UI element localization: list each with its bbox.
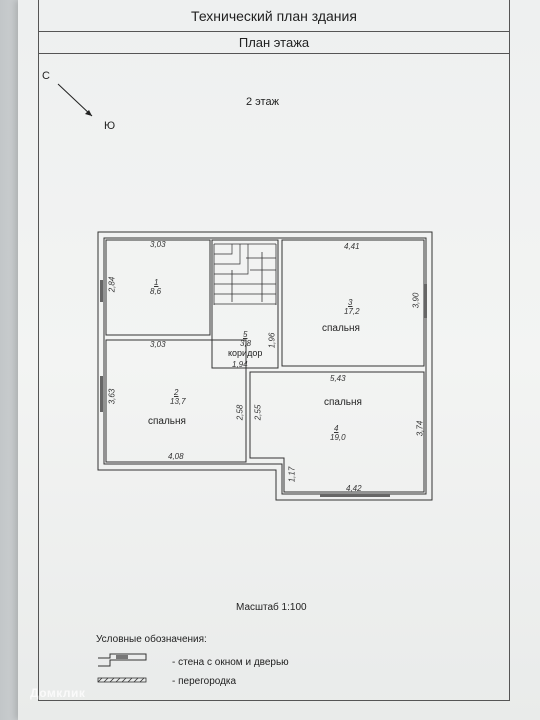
dim-room3-top: 4,41 xyxy=(344,242,360,251)
room3-number: 3 xyxy=(348,298,353,307)
dim-room1-left: 2,84 xyxy=(107,276,117,293)
document-title: Технический план здания xyxy=(191,8,357,24)
room5-number: 5 xyxy=(243,330,248,339)
legend-title: Условные обозначения: xyxy=(96,634,207,645)
dim-room2-left: 3,63 xyxy=(107,388,117,405)
room1-area: 8,6 xyxy=(150,287,162,296)
floor-label: 2 этаж xyxy=(246,96,279,108)
room2-name: спальня xyxy=(148,416,186,427)
dim-room2-right: 2,58 xyxy=(235,404,245,421)
room4-name: спальня xyxy=(324,397,362,408)
room3-area: 17,2 xyxy=(344,307,360,316)
dim-room2-top: 3,03 xyxy=(150,340,166,349)
dim-room4-step: 1,17 xyxy=(287,466,297,483)
room3-name: спальня xyxy=(322,323,360,334)
dim-corridor-right: 1,96 xyxy=(267,332,277,349)
dim-room4-right: 3,74 xyxy=(415,420,425,437)
partition-symbol-icon xyxy=(97,677,147,683)
document-subtitle: План этажа xyxy=(238,35,310,50)
dim-room3-right: 3,90 xyxy=(411,292,421,309)
room5-area: 3,8 xyxy=(240,339,252,348)
title-divider xyxy=(39,31,509,32)
subtitle-divider xyxy=(39,53,509,54)
dim-corridor-bottom: 1,94 xyxy=(232,360,248,369)
legend-partition-label: - перегородка xyxy=(172,676,237,687)
document-sheet: Технический план здания План этажа xyxy=(18,0,540,720)
dim-room3-bottom: 5,43 xyxy=(330,374,346,383)
dim-room4-bottom: 4,42 xyxy=(346,484,362,493)
room1-number: 1 xyxy=(154,278,159,287)
wall-symbol-icon xyxy=(98,653,147,667)
compass-south-label: Ю xyxy=(104,120,116,132)
legend-wall-label: - стена с окном и дверью xyxy=(172,657,289,668)
drawing-frame: Технический план здания План этажа xyxy=(38,0,510,701)
compass-north-label: С xyxy=(42,70,50,82)
room4-area: 19,0 xyxy=(330,433,346,442)
dim-room2-bottom: 4,08 xyxy=(168,452,184,461)
dim-room1-top: 3,03 xyxy=(150,240,166,249)
room5-name: коридор xyxy=(228,348,263,358)
room2-number: 2 xyxy=(174,388,179,397)
scale-label: Масштаб 1:100 xyxy=(236,602,307,613)
dim-room4-left: 2,55 xyxy=(253,404,263,421)
watermark-logo: Домклик xyxy=(30,686,86,700)
room2-area: 13,7 xyxy=(170,397,186,406)
room4-number: 4 xyxy=(334,424,339,433)
